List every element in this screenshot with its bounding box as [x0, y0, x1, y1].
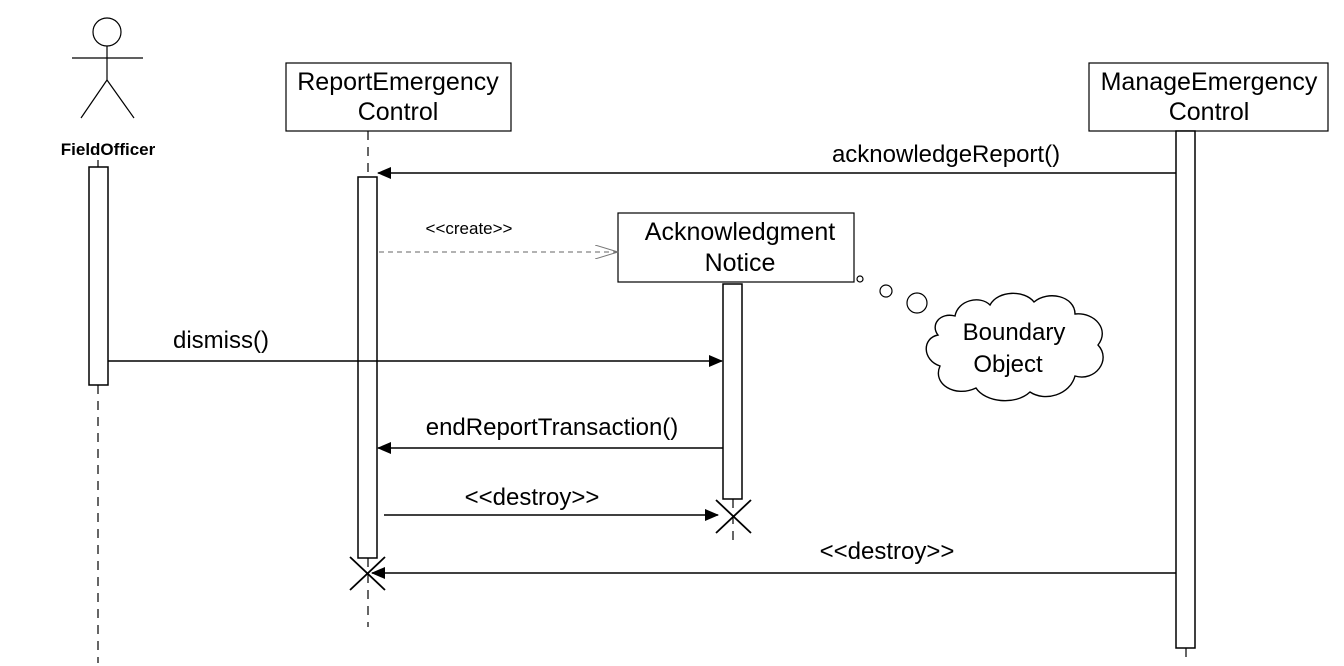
manage-emergency-control-label-line2: Control	[1169, 98, 1250, 126]
report-emergency-control-box	[285, 62, 512, 132]
destroy-report-control-label: <<destroy>>	[820, 538, 955, 565]
acknowledgment-notice-label-line1: Acknowledgment	[645, 218, 835, 246]
actor-head	[92, 17, 122, 47]
field-officer-actor: FieldOfficer	[61, 17, 156, 159]
boundary-object-note: Boundary Object	[856, 275, 1104, 402]
report-emergency-control-destroy-mark	[349, 556, 386, 591]
acknowledgment-notice-destroy-mark	[715, 499, 752, 534]
actor-left-leg	[80, 79, 108, 119]
manage-emergency-control-box	[1088, 62, 1329, 132]
report-emergency-control-label-line1: ReportEmergency	[297, 68, 499, 96]
create-label: <<create>>	[426, 219, 513, 238]
actor-name: FieldOfficer	[61, 140, 156, 159]
acknowledgment-notice-label-line2: Notice	[705, 249, 776, 277]
end-report-transaction-label: endReportTransaction()	[426, 414, 679, 441]
note-bubble-medium	[879, 284, 893, 298]
dismiss-label: dismiss()	[173, 327, 269, 354]
acknowledge-report-label: acknowledgeReport()	[832, 141, 1060, 168]
acknowledgment-notice-box	[617, 212, 855, 283]
report-emergency-control-label-line2: Control	[358, 98, 439, 126]
acknowledgment-notice-activation	[722, 283, 743, 500]
manage-emergency-control-label-line1: ManageEmergency	[1101, 68, 1318, 96]
destroy-notice-label: <<destroy>>	[465, 484, 600, 511]
note-bubble-small	[856, 275, 864, 283]
manage-emergency-control-activation	[1175, 130, 1196, 649]
note-text-line1: Boundary	[963, 319, 1066, 346]
note-text-line2: Object	[973, 351, 1043, 378]
report-emergency-control-activation	[357, 176, 378, 559]
field-officer-activation	[88, 166, 109, 386]
actor-right-leg	[106, 79, 135, 119]
note-bubble-large	[906, 292, 928, 314]
note-cloud	[925, 292, 1104, 402]
